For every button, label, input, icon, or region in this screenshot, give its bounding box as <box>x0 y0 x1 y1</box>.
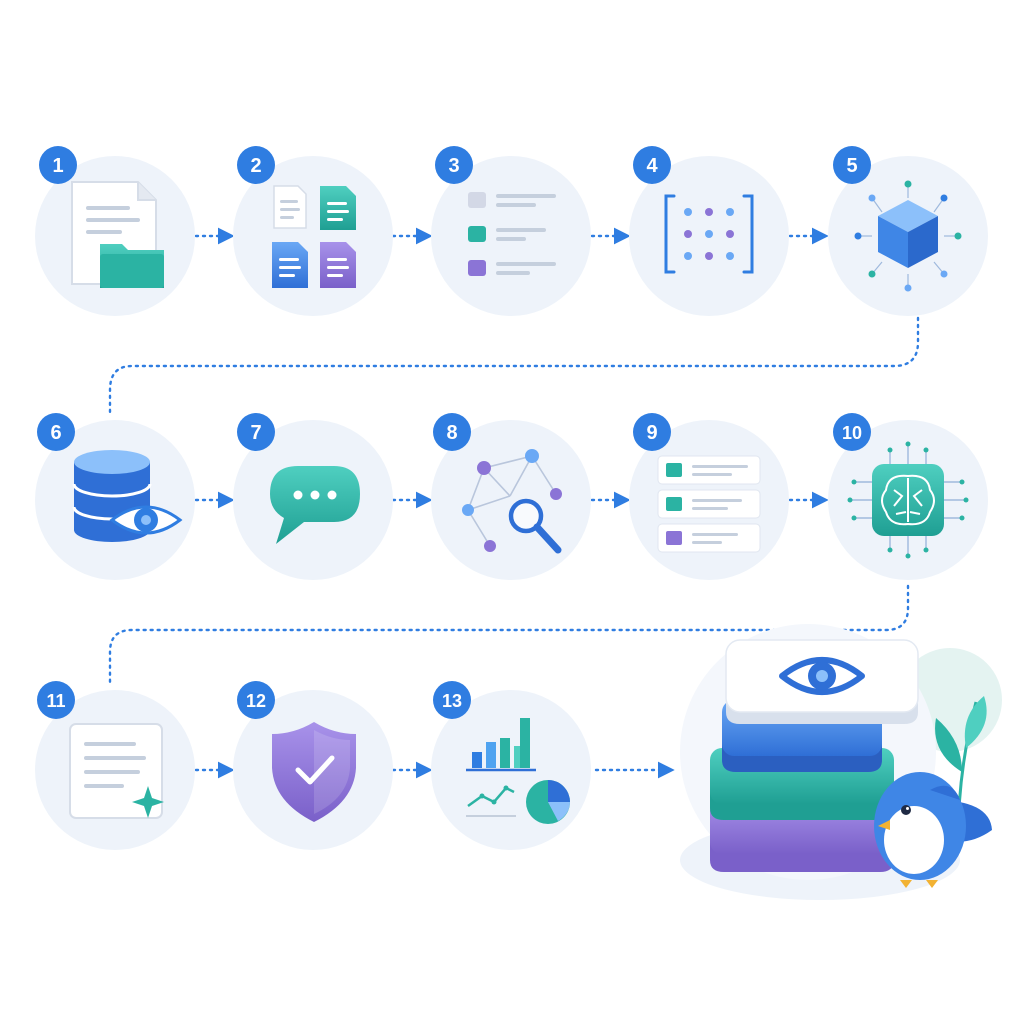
step-1-badge <box>39 146 77 184</box>
step-13-number: 13 <box>442 691 462 711</box>
step-2-number: 2 <box>250 155 261 177</box>
step-3: 3 <box>431 146 591 316</box>
step-10: 10 <box>828 413 988 580</box>
connector-row2-row3 <box>108 584 910 684</box>
ranked-list-icon <box>657 455 761 553</box>
layer-top-eye <box>725 639 919 724</box>
step-13: 13 <box>431 681 591 850</box>
step-9-badge <box>633 413 671 451</box>
connectors <box>108 227 920 779</box>
step-3-badge <box>435 146 473 184</box>
step-12: 12 <box>233 681 393 850</box>
step-4-badge <box>633 146 671 184</box>
step-8-badge <box>433 413 471 451</box>
ai-chip-icon <box>847 441 969 559</box>
chat-bubble-icon <box>270 466 360 544</box>
step-11: 11 <box>35 681 195 850</box>
shield-check-icon <box>272 722 356 822</box>
step-8-number: 8 <box>446 422 457 444</box>
analytics-charts-icon <box>466 718 570 824</box>
step-7-number: 7 <box>250 422 261 444</box>
step-6: 6 <box>35 413 195 580</box>
step-2: 2 <box>233 146 393 316</box>
eye-icon <box>779 657 865 695</box>
step-10-badge <box>833 413 871 451</box>
generated-document-icon <box>69 723 164 819</box>
step-6-badge <box>37 413 75 451</box>
step-13-badge <box>433 681 471 719</box>
categorized-list-icon <box>468 192 556 276</box>
step-3-number: 3 <box>448 155 459 177</box>
step-6-number: 6 <box>50 422 61 444</box>
step-9: 9 <box>629 413 789 580</box>
step-4: 4 <box>629 146 789 316</box>
step-11-number: 11 <box>46 691 65 711</box>
step-1-number: 1 <box>52 155 63 177</box>
step-5-number: 5 <box>846 155 857 177</box>
step-11-badge <box>37 681 75 719</box>
step-12-badge <box>237 681 275 719</box>
step-1: 1 <box>35 146 195 316</box>
graph-search-icon <box>462 449 562 554</box>
connector-row1-row2 <box>108 316 920 414</box>
database-eye-icon <box>72 450 183 542</box>
final-stack-illustration <box>680 624 1002 900</box>
step-2-badge <box>237 146 275 184</box>
embedding-cube-icon <box>854 180 962 292</box>
step-4-number: 4 <box>646 155 658 177</box>
document-folder-icon <box>71 181 164 288</box>
step-8: 8 <box>431 413 591 580</box>
step-7-badge <box>237 413 275 451</box>
step-9-number: 9 <box>646 422 657 444</box>
multiple-documents-icon <box>272 185 356 288</box>
step-7: 7 <box>233 413 393 580</box>
step-5-badge <box>833 146 871 184</box>
vector-matrix-icon <box>664 194 754 274</box>
step-10-number: 10 <box>842 423 862 443</box>
bird-mascot <box>874 772 992 888</box>
step-12-number: 12 <box>246 691 266 711</box>
step-5: 5 <box>828 146 988 316</box>
